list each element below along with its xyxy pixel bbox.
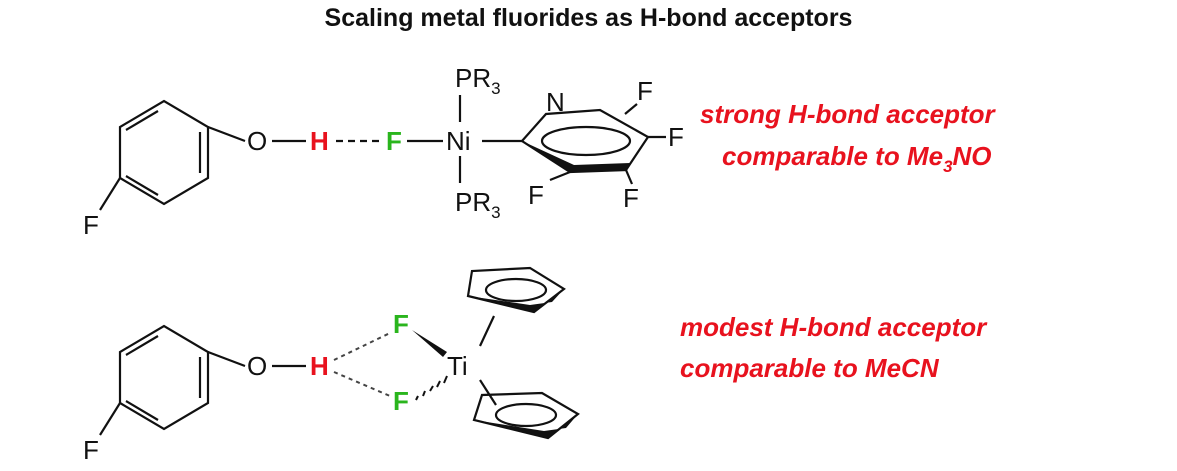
top-pyridyl-ring — [520, 103, 666, 185]
bottom-cp-ring-lower — [472, 391, 580, 440]
bottom-titanium: Ti — [447, 351, 468, 381]
bottom-note-line1: modest H-bond acceptor — [680, 312, 988, 342]
bottom-hydrogen: H — [310, 351, 329, 381]
bottom-note-line2: comparable to MeCN — [680, 353, 940, 383]
bottom-fluoride-lower: F — [393, 386, 409, 416]
top-ring-f3: F — [623, 183, 639, 213]
top-hydrogen: H — [310, 126, 329, 156]
top-phenol-ring — [99, 99, 246, 211]
top-ligand-pr3-upper: PR3 — [455, 63, 501, 98]
top-ring-f4: F — [528, 180, 544, 210]
bottom-hbond-lower — [333, 371, 391, 397]
top-ring-nitrogen: N — [546, 87, 565, 117]
bottom-fluoride-upper: F — [393, 309, 409, 339]
figure-title: Scaling metal fluorides as H-bond accept… — [324, 4, 853, 32]
top-ring-f2: F — [668, 122, 684, 152]
top-ligand-pr3-lower: PR3 — [455, 187, 501, 222]
top-note-line2: comparable to Me3NO — [722, 141, 992, 176]
bottom-complex: F O H F F Ti m — [83, 266, 988, 465]
bottom-hbond-upper — [333, 332, 391, 361]
top-fluoride: F — [386, 126, 402, 156]
top-complex: F O H F Ni PR3 PR3 N F F F F strong H-bo… — [83, 63, 997, 240]
top-oxygen: O — [247, 126, 267, 156]
bottom-phenol-ring — [99, 324, 246, 436]
top-note-line1: strong H-bond acceptor — [700, 99, 997, 129]
top-ring-f1: F — [637, 76, 653, 106]
bottom-phenol-para-f: F — [83, 435, 99, 465]
top-phenol-para-f: F — [83, 210, 99, 240]
bottom-cp-ring-upper — [466, 266, 566, 314]
top-nickel: Ni — [446, 126, 471, 156]
bottom-oxygen: O — [247, 351, 267, 381]
